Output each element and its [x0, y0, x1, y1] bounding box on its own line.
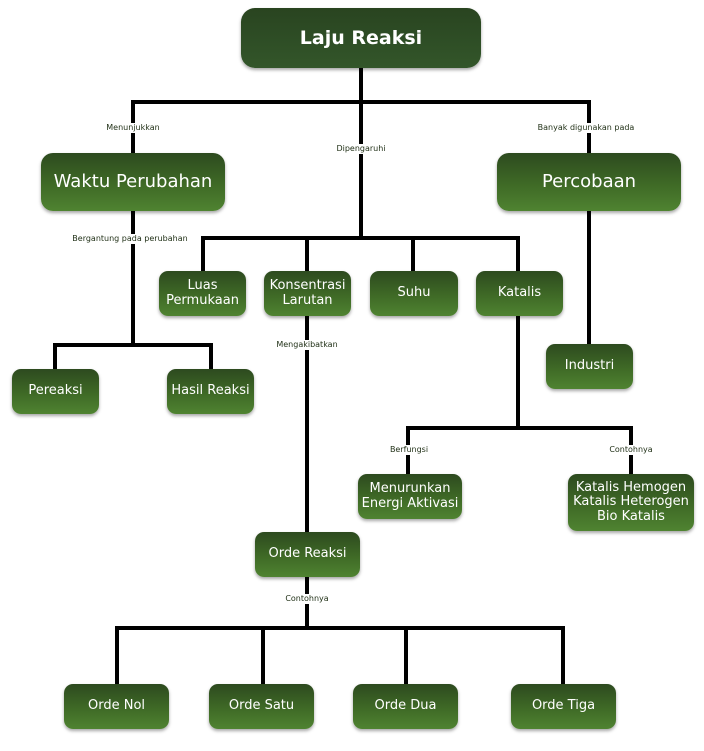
- edge-label-contohnya-katalis: Contohnya: [607, 445, 655, 455]
- edge-label-bergantung: Bergantung pada perubahan: [70, 234, 190, 244]
- node-orde-tiga: Orde Tiga: [511, 684, 616, 729]
- node-waktu-perubahan: Waktu Perubahan: [41, 153, 225, 211]
- node-industri: Industri: [546, 344, 633, 389]
- node-contoh-katalis: Katalis Hemogen Katalis Heterogen Bio Ka…: [568, 474, 694, 531]
- node-pereaksi: Pereaksi: [12, 369, 99, 414]
- node-katalis: Katalis: [476, 271, 563, 316]
- edge-label-mengakibatkan: Mengakibatkan: [274, 340, 340, 350]
- edge-label-dipengaruhi: Dipengaruhi: [334, 144, 388, 154]
- node-orde-nol: Orde Nol: [64, 684, 169, 729]
- edge-label-menunjukkan: Menunjukkan: [104, 123, 162, 133]
- node-hasil-reaksi: Hasil Reaksi: [167, 369, 254, 414]
- node-percobaan: Percobaan: [497, 153, 681, 211]
- node-orde-reaksi: Orde Reaksi: [255, 532, 360, 577]
- node-konsentrasi-larutan: Konsentrasi Larutan: [264, 271, 351, 316]
- node-suhu: Suhu: [370, 271, 458, 316]
- edge-label-banyak-digunakan: Banyak digunakan pada: [535, 123, 637, 133]
- node-luas-permukaan: Luas Permukaan: [159, 271, 246, 316]
- node-orde-satu: Orde Satu: [209, 684, 314, 729]
- node-orde-dua: Orde Dua: [353, 684, 458, 729]
- edge-label-berfungsi: Berfungsi: [387, 445, 431, 455]
- node-menurunkan-energi-aktivasi: Menurunkan Energi Aktivasi: [358, 474, 462, 519]
- edge-label-contohnya-orde: Contohnya: [283, 594, 331, 604]
- node-laju-reaksi: Laju Reaksi: [241, 8, 481, 68]
